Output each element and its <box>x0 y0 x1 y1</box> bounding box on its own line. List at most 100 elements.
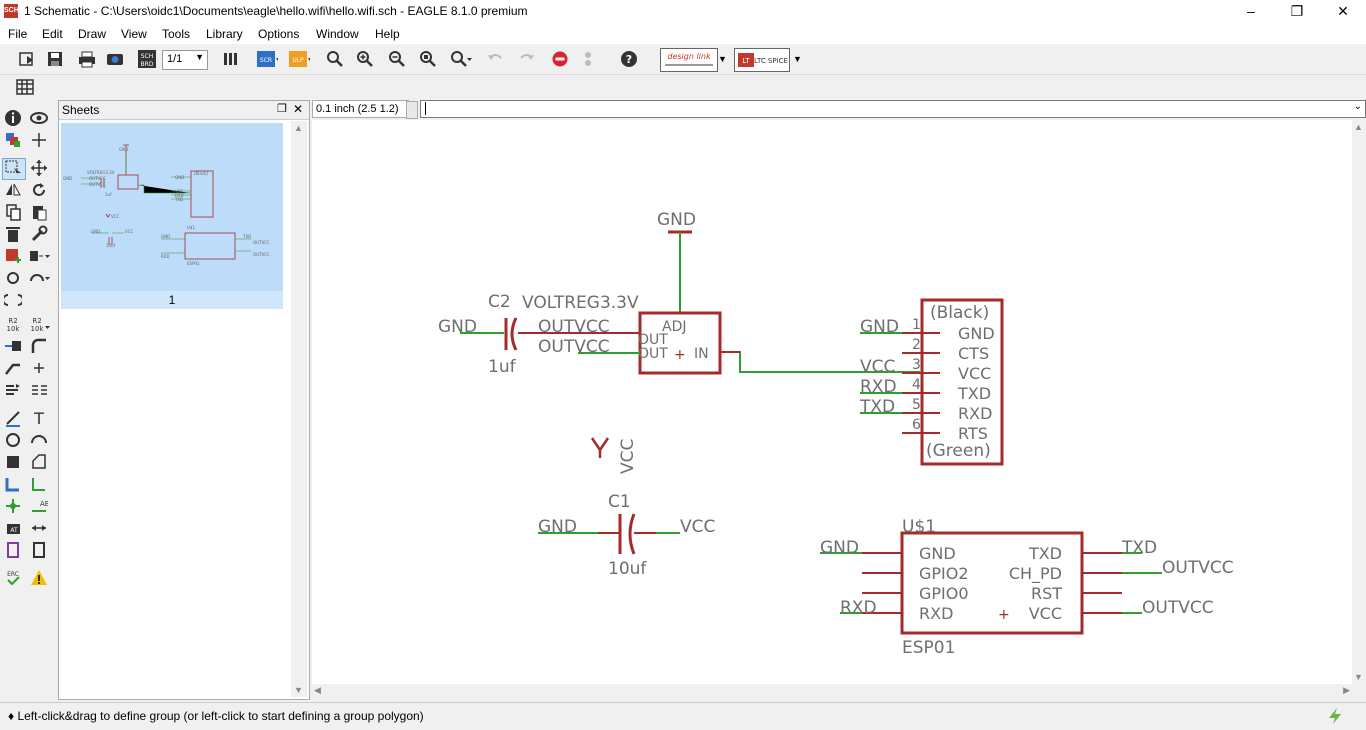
menu-options[interactable]: Options <box>258 27 300 41</box>
c2-plate-right <box>510 317 518 351</box>
change-icon[interactable] <box>28 224 50 244</box>
canvas-scroll-left-icon[interactable]: ◀ <box>314 685 321 695</box>
ulp-button[interactable]: ULP <box>288 48 310 70</box>
module-icon[interactable] <box>28 540 50 560</box>
minimize-button[interactable]: – <box>1247 3 1255 19</box>
command-dropdown-icon[interactable]: ⌄ <box>1353 101 1362 112</box>
pinswap-icon[interactable] <box>2 268 24 288</box>
info-icon[interactable] <box>2 108 24 128</box>
menu-file[interactable]: File <box>8 27 28 41</box>
undo-icon[interactable] <box>484 48 506 70</box>
cam-processor-icon[interactable] <box>104 48 126 70</box>
sheets-scrollbar[interactable]: ▲ ▼ <box>291 121 307 697</box>
command-history-button[interactable] <box>406 101 418 119</box>
menu-library[interactable]: Library <box>206 27 243 41</box>
scroll-up-icon[interactable]: ▲ <box>294 123 303 133</box>
menu-draw[interactable]: Draw <box>78 27 107 41</box>
menu-help[interactable]: Help <box>375 27 400 41</box>
menu-tools[interactable]: Tools <box>162 27 191 41</box>
menu-view[interactable]: View <box>121 27 147 41</box>
delete-icon[interactable] <box>2 224 24 244</box>
miter-icon[interactable] <box>28 336 50 356</box>
zoom-in-icon[interactable] <box>354 48 376 70</box>
esp01-module[interactable] <box>900 531 1084 635</box>
scroll-down-icon[interactable]: ▼ <box>294 685 303 695</box>
library-manager-icon[interactable] <box>220 48 242 70</box>
invoke-icon[interactable] <box>28 358 50 378</box>
canvas-scroll-right-icon[interactable]: ▶ <box>1343 685 1350 695</box>
net-icon[interactable] <box>28 474 50 494</box>
command-line-input[interactable]: ⌄ <box>420 100 1366 118</box>
replace-icon[interactable] <box>28 246 50 266</box>
voltage-regulator[interactable] <box>638 311 722 375</box>
menu-window[interactable]: Window <box>316 27 359 41</box>
junction-icon[interactable] <box>2 496 24 516</box>
canvas-vertical-scrollbar[interactable]: ▲ ▼ <box>1352 120 1366 684</box>
text-icon[interactable]: T <box>28 408 50 428</box>
move-icon[interactable] <box>28 158 50 178</box>
gateswap-icon[interactable] <box>28 268 50 288</box>
display-layers-icon[interactable] <box>2 130 24 150</box>
go-icon[interactable] <box>577 48 599 70</box>
align-icon[interactable] <box>28 380 50 400</box>
dimension-icon[interactable] <box>28 518 50 538</box>
mirror-icon[interactable] <box>2 180 24 200</box>
stop-icon[interactable] <box>549 48 571 70</box>
script-button[interactable]: SCR <box>256 48 278 70</box>
svg-text:RXD: RXD <box>161 254 170 259</box>
schematic-canvas[interactable]: GND VOLTREG3.3V ADJ OUT OUT + IN C2 1uf … <box>312 120 1352 684</box>
ftdi-header[interactable] <box>920 298 1004 466</box>
polygon-icon[interactable] <box>28 452 50 472</box>
ltspice-chevron-icon[interactable]: ▼ <box>793 54 802 64</box>
sheet-thumbnail[interactable]: GND VOLTREG3.3V GND OUTVCC OUTVCC 1uf (B… <box>61 123 283 309</box>
print-icon[interactable] <box>76 48 98 70</box>
canvas-scroll-down-icon[interactable]: ▼ <box>1354 672 1363 682</box>
menu-edit[interactable]: Edit <box>42 27 63 41</box>
mark-icon[interactable] <box>28 130 50 150</box>
bus-icon[interactable] <box>2 474 24 494</box>
zoom-out-icon[interactable] <box>386 48 408 70</box>
lightning-icon[interactable] <box>1326 707 1344 725</box>
restore-button[interactable]: ❐ <box>1290 3 1304 19</box>
open-icon[interactable] <box>16 48 38 70</box>
rect-icon[interactable] <box>2 452 24 472</box>
rotate-icon[interactable] <box>28 180 50 200</box>
canvas-horizontal-scrollbar[interactable]: ◀ ▶ <box>312 684 1352 698</box>
close-panel-icon[interactable]: ✕ <box>293 102 304 116</box>
sheet-select[interactable]: 1/1 ▼ <box>162 50 208 70</box>
split-icon[interactable] <box>2 290 24 310</box>
c1-name: C1 <box>608 492 631 512</box>
copy-icon[interactable] <box>2 202 24 222</box>
design-link-chevron-icon[interactable]: ▼ <box>718 54 727 64</box>
optimize-icon[interactable] <box>2 380 24 400</box>
split-wire-icon[interactable] <box>2 358 24 378</box>
design-link-button[interactable]: design link <box>660 48 718 72</box>
circle-icon[interactable] <box>2 430 24 450</box>
close-button[interactable]: ✕ <box>1337 3 1349 19</box>
smash-icon[interactable] <box>2 336 24 356</box>
canvas-scroll-up-icon[interactable]: ▲ <box>1354 122 1363 132</box>
group-tool-icon[interactable] <box>2 158 26 180</box>
zoom-select-icon[interactable] <box>450 48 472 70</box>
undock-icon[interactable]: ❐ <box>277 103 287 115</box>
zoom-fit-icon[interactable] <box>324 48 346 70</box>
warning-icon[interactable] <box>28 568 50 588</box>
label-icon[interactable]: AB <box>28 496 50 516</box>
frame-icon[interactable] <box>2 540 24 560</box>
zoom-redraw-icon[interactable] <box>417 48 439 70</box>
line-icon[interactable] <box>2 408 24 428</box>
add-part-icon[interactable] <box>2 246 24 266</box>
paste-icon[interactable] <box>28 202 50 222</box>
arc-icon[interactable] <box>28 430 50 450</box>
redo-icon[interactable] <box>516 48 538 70</box>
save-icon[interactable] <box>44 48 66 70</box>
erc-icon[interactable]: ERC <box>2 568 24 588</box>
show-icon[interactable] <box>28 108 50 128</box>
grid-icon[interactable] <box>14 76 36 98</box>
attribute-icon[interactable]: AT <box>2 518 24 538</box>
help-icon[interactable]: ? <box>618 48 640 70</box>
